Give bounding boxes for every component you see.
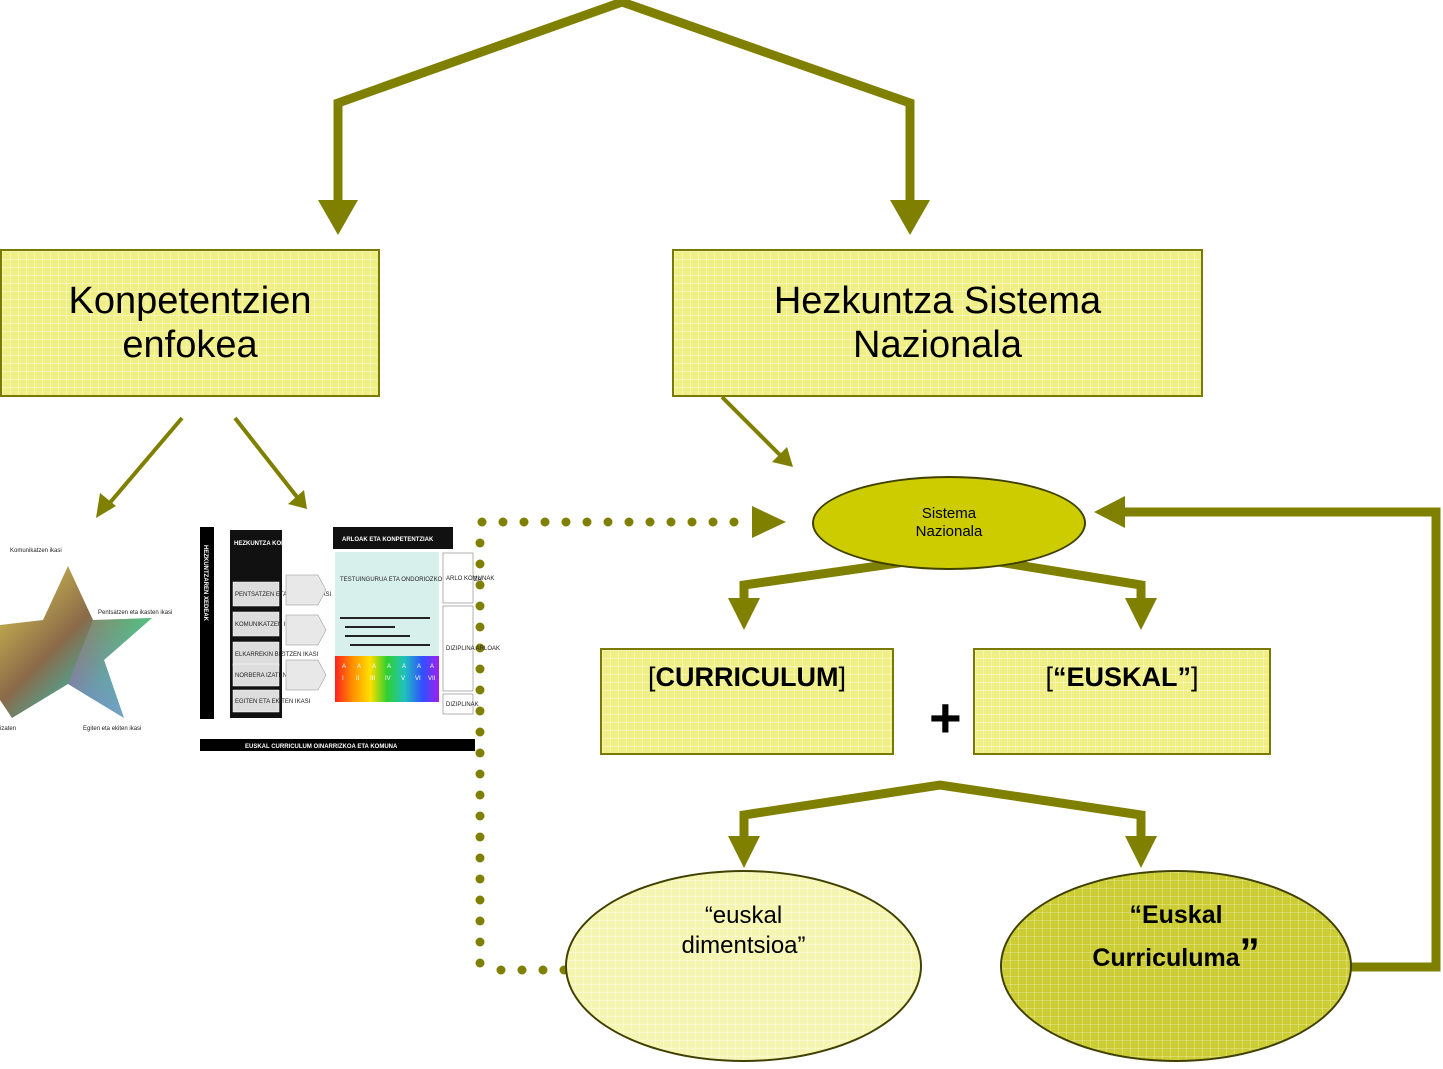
matrix-side-label-0: ARLO KOMUNAK (446, 576, 494, 582)
matrix-letter-top-6: A (430, 664, 434, 670)
plus-sign: + (929, 686, 962, 749)
plus-branch (739, 780, 1146, 840)
matrix-spectrum (335, 656, 439, 702)
matrix-competence-3: NORBERA IZATEN IKASI (235, 673, 304, 679)
matrix-side-label-1: DIZIPLINA ARLOAK (446, 646, 500, 652)
curriculum-label: CURRICULUM (655, 662, 839, 692)
star-label-top: Komunikatzen ikasi (10, 548, 62, 554)
top-branch-arrow (333, 0, 915, 215)
euskal-close: ] (1191, 662, 1199, 692)
arrowhead-euskal (1125, 598, 1157, 630)
matrix-footer-bar (200, 739, 475, 751)
matrix-vertical-title: HEZKUNTZAREN XEDEAK (202, 545, 208, 622)
matrix-footer: EUSKAL CURRICULUM OINARRIZKOA ETA KOMUNA (245, 744, 398, 750)
dotted-link (475, 517, 739, 975)
euskal-box: [“EUSKAL”] (973, 648, 1271, 755)
matrix-letter-bottom-1: II (356, 676, 360, 682)
sistema-line1: Sistema (921, 505, 977, 522)
matrix-left-bar (200, 527, 214, 719)
matrix-letter-bottom-5: VI (415, 676, 421, 682)
matrix-letter-top-5: A (417, 664, 421, 670)
euskal-open: [ (1045, 662, 1053, 692)
arrowhead-dotted (752, 506, 786, 538)
arrow-konp-to-matrix (233, 416, 299, 499)
dimentsioa-oval: “euskal dimentsioa” (565, 870, 922, 1062)
star-figure: Komunikatzen ikasi Pentsatzen eta ikaste… (0, 548, 172, 732)
matrix-letter-bottom-4: V (401, 676, 405, 682)
matrix-letter-top-3: A (387, 664, 391, 670)
matrix-letter-top-0: A (342, 664, 346, 670)
matrix-competence-0: PENTSATZEN ETA IKASTEN IKASI (235, 592, 331, 598)
sistema-line2: Nazionala (915, 523, 983, 540)
matrix-main-header-label: ARLOAK ETA KONPETENTZIAK (342, 537, 434, 543)
feedback-loop (1125, 507, 1441, 972)
arrowhead-right-top (890, 200, 930, 235)
arrowhead-star (96, 493, 116, 518)
arrowhead-dimentsioa (728, 836, 760, 868)
arrowhead-feedback (1094, 496, 1125, 528)
matrix-side-label-2: DIZIPLINAK (446, 702, 479, 708)
star-label-right: Pentsatzen eta ikasten ikasi (98, 610, 172, 616)
konpetentzien-line2: enfokea (122, 324, 258, 366)
hezkuntza-line2: Nazionala (853, 324, 1022, 366)
euskal-curriculuma-close-quote: ” (1239, 930, 1260, 975)
matrix-letter-top-1: A (357, 664, 361, 670)
arrowhead-curriculum (728, 598, 760, 630)
arrowhead-left-top (318, 200, 358, 235)
euskal-label: “EUSKAL” (1052, 662, 1191, 692)
matrix-letter-bottom-0: I (342, 676, 344, 682)
arrowhead-sistema (772, 447, 793, 467)
matrix-column-header: HEZKUNTZA KONPETENTZIA OROKORRAK (234, 541, 361, 547)
star-shape (0, 566, 152, 718)
euskal-curriculuma-line1: “Euskal (1129, 900, 1223, 929)
matrix-main-header (333, 527, 453, 549)
star-shape-overlay (68, 618, 152, 718)
matrix-competence-2: ELKARREKIN BIZITZEN IKASI (235, 652, 319, 658)
arrowhead-euskal-curriculuma (1125, 836, 1157, 868)
matrix-letter-bottom-3: IV (385, 676, 391, 682)
matrix-letter-bottom-6: VII (428, 676, 436, 682)
curriculum-close: ] (838, 662, 846, 692)
star-label-bottom-right: Egiten eta ekiten ikasi (83, 726, 141, 732)
dimentsioa-line2: dimentsioa” (681, 932, 806, 959)
arrow-hezk-to-sistema (720, 395, 783, 458)
curriculum-open: [ (647, 662, 656, 692)
star-label-bottom-left: izaten (0, 726, 16, 732)
euskal-curriculuma-line2: Curriculuma (1092, 943, 1240, 972)
matrix-letter-bottom-2: III (370, 676, 375, 682)
curriculum-box: [CURRICULUM] (600, 648, 894, 755)
konpetentzien-line1: Konpetentzien (68, 280, 312, 322)
matrix-competence-1: KOMUNIKATZEN IKASI (235, 622, 300, 628)
matrix-main-area (335, 552, 439, 656)
matrix-letter-top-2: A (372, 664, 376, 670)
hezkuntza-line1: Hezkuntza Sistema (773, 280, 1102, 322)
arrowhead-matrix (288, 490, 307, 509)
matrix-figure: HEZKUNTZAREN XEDEAK HEZKUNTZA KONPETENTZ… (200, 527, 500, 751)
arrow-konp-to-star (106, 416, 184, 507)
dimentsioa-line1: “euskal (704, 902, 783, 929)
matrix-letter-top-4: A (402, 664, 406, 670)
matrix-inner-header: TESTUINGURUA ETA ONDORIOZKO IKASKUNTZA (340, 577, 482, 583)
matrix-competence-4: EGITEN ETA EKITEN IKASI (235, 699, 311, 705)
